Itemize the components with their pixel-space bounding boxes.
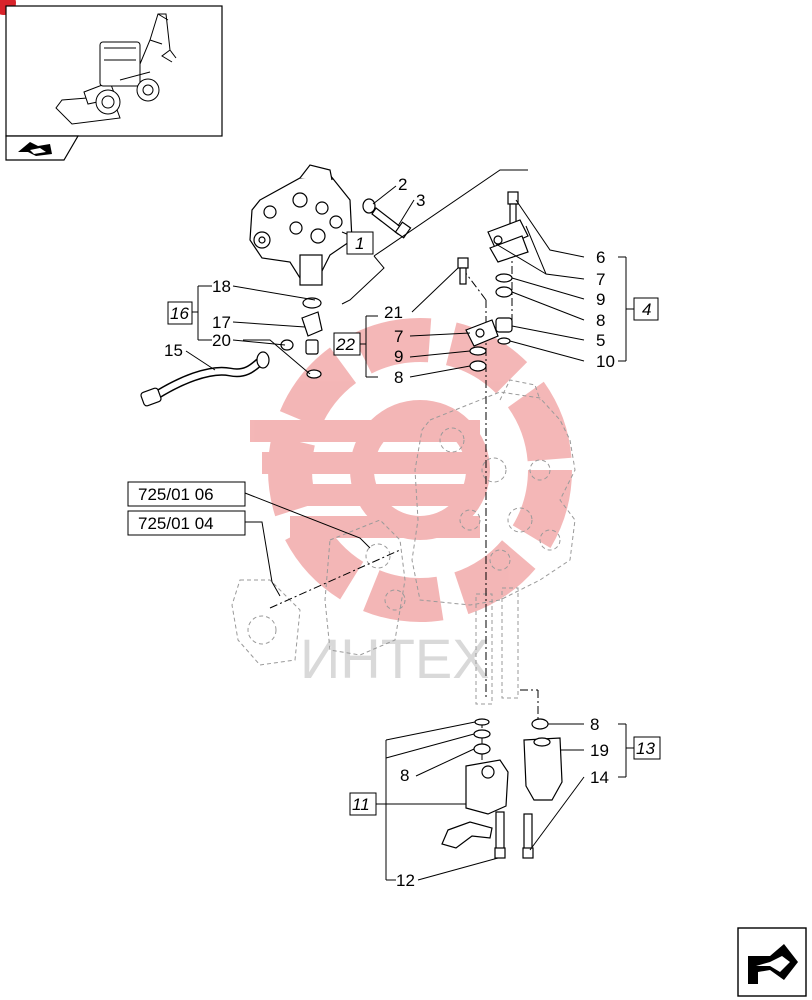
callout-7-right: 7: [596, 270, 605, 289]
oring-lower: [474, 718, 490, 726]
bolt-6: [507, 191, 519, 227]
ghost-valve-body: [231, 379, 576, 705]
callout-8-left: 8: [394, 368, 403, 387]
ref-725-01-04-label: 725/01 04: [138, 514, 214, 533]
ref-725-01-04[interactable]: 725/01 04: [127, 510, 246, 536]
callout-1-box[interactable]: 1: [346, 231, 374, 255]
callout-13-box[interactable]: 13: [633, 736, 661, 760]
prev-page-arrow-icon: [18, 142, 52, 156]
next-page-arrow-icon: [748, 944, 798, 984]
callout-8-right: 8: [596, 311, 605, 330]
callout-16: 16: [170, 304, 189, 323]
washer-8-lower: [473, 743, 491, 755]
control-valve: [249, 164, 353, 286]
leader-lines: [185, 169, 634, 881]
nut-2: [362, 198, 376, 214]
washer-lower: [473, 729, 491, 739]
flange-7: [487, 219, 529, 263]
relief-valve-11: [441, 759, 509, 859]
callout-4-box[interactable]: 4: [633, 297, 659, 321]
callout-22-box[interactable]: 22: [333, 332, 361, 356]
callout-19: 19: [590, 741, 609, 760]
plug-5: [495, 317, 513, 333]
callout-8-lower-right: 8: [590, 715, 599, 734]
thumbnail-box[interactable]: [5, 5, 223, 137]
callout-12: 12: [396, 871, 415, 890]
callout-5: 5: [596, 331, 605, 350]
oring-10: [497, 337, 511, 345]
ref-725-01-06-label: 725/01 06: [138, 485, 214, 504]
callout-13: 13: [636, 739, 655, 758]
washer-9: [495, 273, 513, 283]
cap-13: [522, 737, 563, 859]
callout-6: 6: [596, 248, 605, 267]
callout-17: 17: [212, 313, 231, 332]
washer-8-left: [469, 360, 487, 372]
callout-4: 4: [642, 300, 651, 319]
callout-14: 14: [590, 768, 609, 787]
bolt-21: [457, 257, 469, 285]
callout-15: 15: [164, 341, 183, 360]
watermark-text: ИНТЕХ: [300, 627, 490, 690]
washer-8: [495, 286, 513, 298]
callout-20: 20: [212, 331, 231, 350]
callout-21: 21: [384, 303, 403, 322]
flange-7-left: [465, 319, 499, 347]
callout-8-lower-left: 8: [400, 766, 409, 785]
circlip-20: [306, 369, 322, 379]
hose-15: [140, 351, 270, 407]
callout-16-box[interactable]: 16: [167, 301, 193, 325]
callout-11: 11: [352, 795, 370, 814]
bolt-3: [371, 207, 412, 239]
callout-7-left: 7: [394, 327, 403, 346]
ref-725-01-06[interactable]: 725/01 06: [127, 481, 246, 507]
callout-10: 10: [596, 352, 615, 371]
callout-11-box[interactable]: 11: [349, 792, 377, 816]
next-page-button[interactable]: [737, 927, 807, 997]
callout-3: 3: [416, 191, 425, 210]
washer-9-left: [469, 346, 487, 356]
callout-22: 22: [335, 335, 355, 354]
backhoe-loader-icon: [55, 13, 177, 125]
callout-2: 2: [398, 175, 407, 194]
callout-18: 18: [212, 277, 231, 296]
washer-8-right: [531, 718, 549, 730]
callout-1: 1: [355, 234, 364, 253]
adapter-17: [301, 311, 323, 355]
prev-page-tab[interactable]: [5, 135, 80, 161]
seal-ring: [302, 297, 322, 309]
callout-9-right: 9: [596, 290, 605, 309]
callout-9-left: 9: [394, 347, 403, 366]
